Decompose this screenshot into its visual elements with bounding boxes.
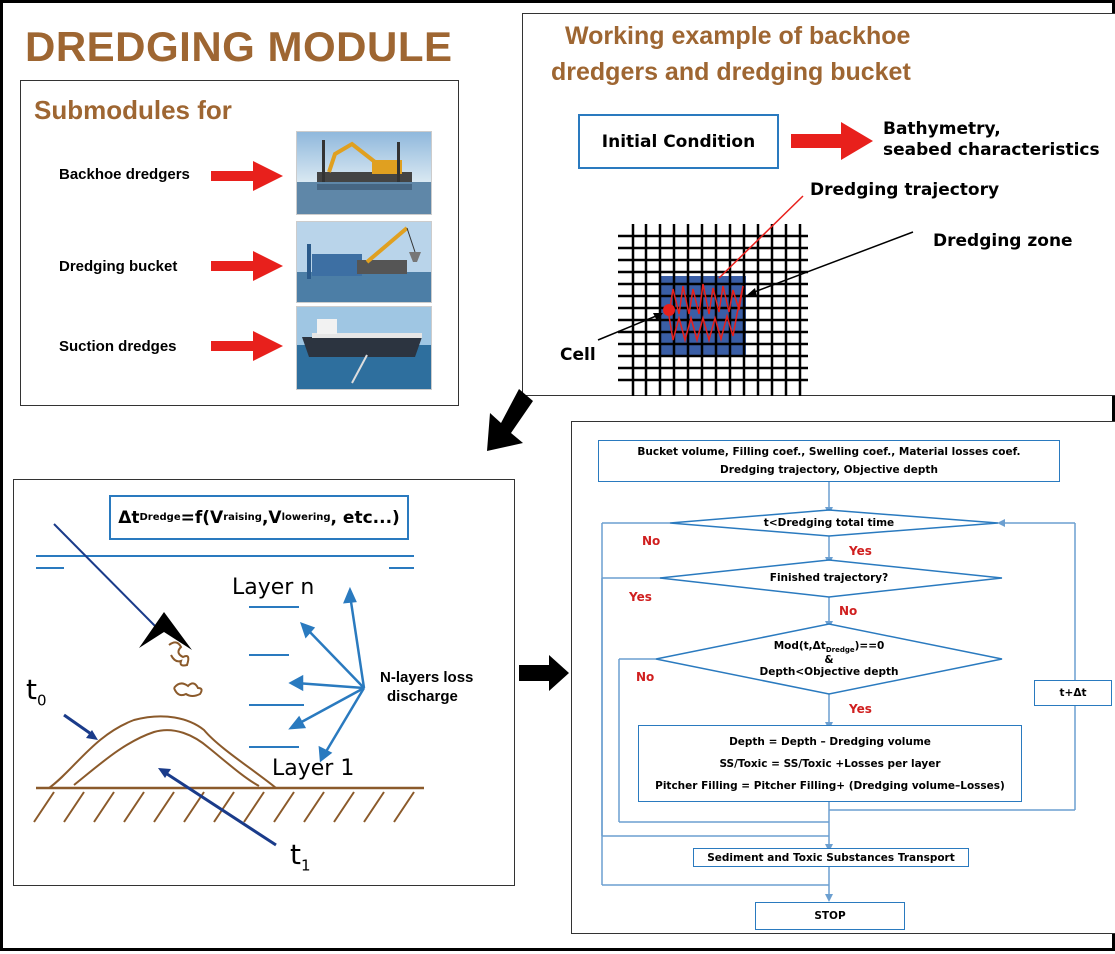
no-label-1: No (642, 534, 661, 548)
right-black-arrow-icon (519, 655, 569, 691)
formula-sub-lowering: lowering (281, 512, 331, 523)
layers-diagram (33, 523, 424, 847)
stop-box: STOP (755, 902, 905, 930)
submodule-arrows (211, 161, 283, 361)
yes-label-1: Yes (849, 544, 872, 558)
t1-label: t1 (290, 838, 311, 875)
submodules-title: Submodules for (34, 95, 232, 125)
submodules-panel: Submodules for Backhoe dredgers Dredging… (20, 80, 459, 406)
layer-lines (249, 606, 304, 748)
formula-prefix: Δt (118, 507, 140, 528)
suction-dredge-photo (296, 306, 432, 390)
mod-pre: Mod(t,Δt (773, 640, 826, 652)
seabed-hatch (33, 791, 415, 823)
layer-n-label: Layer n (232, 575, 315, 600)
submodule-suction-label: Suction dredges (59, 338, 177, 355)
yes-label-3: Yes (849, 702, 872, 716)
decision-finished-trajectory-label: Finished trajectory? (769, 572, 889, 584)
diagonal-black-arrow-icon (487, 389, 533, 451)
no-label-3: No (636, 670, 655, 684)
working-example-panel: Working example of backhoe dredgers and … (522, 13, 1115, 396)
dredging-zone-label: Dredging zone (933, 231, 1073, 251)
example-title-line1: Working example of backhoe (565, 22, 911, 50)
update-line1: Depth = Depth – Dredging volume (729, 735, 931, 748)
loss-discharge-line1: N-layers loss (380, 669, 474, 686)
decision-mod-line2: & (824, 654, 834, 666)
transport-label: Sediment and Toxic Substances Transport (707, 851, 955, 864)
bathymetry-label-line1: Bathymetry, (883, 119, 1001, 139)
decision-dredging-time (669, 509, 999, 537)
t0-letter: t (26, 673, 37, 706)
t0-label: t0 (26, 673, 47, 710)
no-label-2: No (839, 604, 858, 618)
transport-box: Sediment and Toxic Substances Transport (693, 848, 969, 867)
red-arrow-icon (791, 122, 873, 160)
cell-dot-icon (663, 304, 675, 316)
trajectory-zigzag (668, 283, 744, 343)
decision-dredging-time-label: t<Dredging total time (763, 517, 895, 529)
t1-subscript: 1 (300, 856, 311, 875)
decision-mod-depth (655, 623, 1003, 695)
update-line2: SS/Toxic = SS/Toxic +Losses per layer (719, 757, 941, 770)
red-arrow-icon (211, 161, 283, 191)
loss-discharge-line2: discharge (387, 688, 458, 705)
inputs-box: Bucket volume, Filling coef., Swelling c… (598, 440, 1060, 482)
decision-mod-line3: Depth<Objective depth (759, 666, 899, 678)
t0-subscript: 0 (36, 691, 47, 710)
layer-1-label: Layer 1 (272, 756, 355, 781)
formula-sub-dredge: Dredge (139, 512, 181, 523)
flowchart-connectors (601, 482, 1076, 902)
example-title-line2: dredgers and dredging bucket (551, 58, 911, 86)
initial-condition-label: Initial Condition (601, 131, 756, 152)
mod-sub: Dredge (825, 646, 855, 655)
inputs-line1: Bucket volume, Filling coef., Swelling c… (637, 446, 1021, 458)
dredging-trajectory-label: Dredging trajectory (810, 180, 1000, 200)
t1-letter: t (290, 838, 301, 871)
update-line3: Pitcher Filling = Pitcher Filling+ (Dred… (655, 779, 1005, 792)
red-arrow-icon (211, 331, 283, 361)
increment-box: t+Δt (1034, 680, 1112, 706)
update-box: Depth = Depth – Dredging volume SS/Toxic… (638, 725, 1022, 802)
yes-label-2: Yes (629, 590, 652, 604)
red-arrow-icon (211, 251, 283, 281)
backhoe-dredger-photo (296, 131, 432, 215)
bucket-icon (139, 612, 192, 650)
formula-end: , etc...) (330, 507, 400, 528)
main-title: DREDGING MODULE (25, 23, 453, 70)
loss-arrows (288, 586, 366, 763)
formula-sub-raising: raising (223, 512, 262, 523)
mod-post: )==0 (854, 640, 885, 652)
flowchart-panel: Bucket volume, Filling coef., Swelling c… (571, 421, 1115, 934)
formula-mid2: ,V (261, 507, 282, 528)
grid-diagram (597, 122, 914, 396)
stop-label: STOP (814, 910, 846, 922)
trajectory-pointer-line (718, 195, 804, 279)
inputs-line2: Dredging trajectory, Objective depth (720, 464, 938, 476)
submodule-backhoe-label: Backhoe dredgers (59, 166, 190, 183)
initial-condition-box: Initial Condition (578, 114, 779, 169)
cell-label: Cell (560, 345, 596, 365)
decision-mod-line1: Mod(t,ΔtDredge)==0 (729, 640, 929, 654)
formula-mid1: =f(V (180, 507, 224, 528)
bathymetry-label-line2: seabed characteristics (883, 140, 1100, 160)
submodule-bucket-label: Dredging bucket (59, 258, 178, 275)
increment-label: t+Δt (1059, 687, 1087, 699)
decision-finished-trajectory (659, 559, 1003, 598)
dredging-bucket-photo (296, 221, 432, 303)
